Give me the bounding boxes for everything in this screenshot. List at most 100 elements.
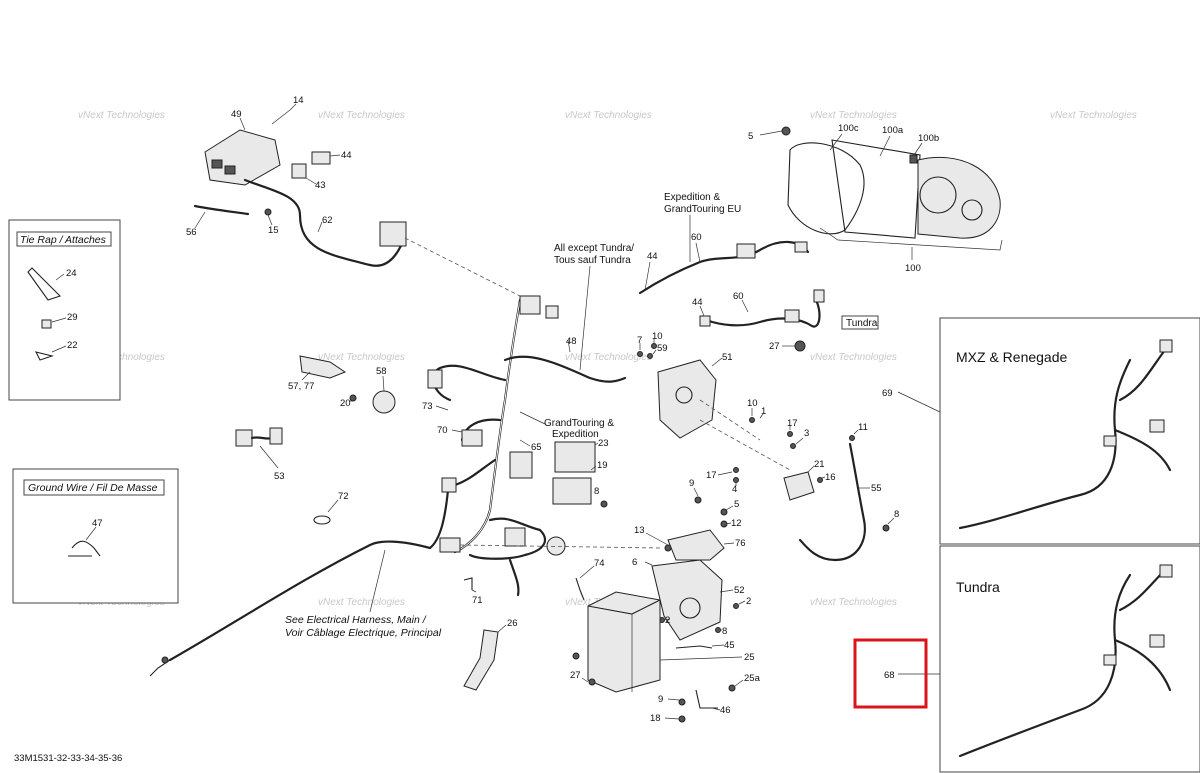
note-tundra: Tundra: [846, 318, 878, 329]
watermark: vNext Technologies: [810, 110, 897, 121]
label-11: 11: [858, 422, 868, 433]
label-29: 29: [67, 312, 78, 323]
label-57-77: 57, 77: [288, 381, 314, 392]
harness-trunk-icon: [453, 298, 522, 554]
label-55: 55: [871, 483, 882, 494]
label-4: 4: [732, 484, 737, 495]
label-53: 53: [274, 471, 285, 482]
label-10: 10: [747, 398, 758, 409]
label-59: 59: [657, 343, 668, 354]
label-24: 24: [66, 268, 77, 279]
module-23-icon: [554, 441, 596, 473]
label-71: 71: [472, 595, 483, 606]
watermark: vNext Technologies: [318, 110, 405, 121]
label-15: 15: [268, 225, 279, 236]
ground-wire-47-icon: [71, 540, 101, 557]
bracket-26-icon: [463, 629, 499, 691]
label-60: 60: [691, 232, 702, 243]
label-8: 8: [594, 486, 599, 497]
label-5: 5: [748, 131, 753, 142]
mxz-panel: MXZ & Renegade 69: [882, 317, 1200, 545]
label-9: 9: [658, 694, 663, 705]
label-49: 49: [231, 109, 242, 120]
label-17: 17: [787, 418, 798, 429]
connector-62-icon: [379, 221, 407, 247]
tie-rap-title: Tie Rap / Attaches: [20, 234, 107, 246]
strap-45-icon: [675, 645, 713, 649]
module-19-icon: [552, 477, 592, 505]
harness-60-upper-icon: [638, 240, 810, 295]
label-13: 13: [634, 525, 645, 536]
watermark: vNext Technologies: [318, 597, 405, 608]
label-22: 22: [67, 340, 78, 351]
label-44: 44: [647, 251, 658, 262]
clip-71-icon: [463, 577, 473, 590]
bracket-51-group: 51 7 10 59: [637, 331, 791, 471]
label-52: 52: [734, 585, 745, 596]
switch-housing-49-icon: [204, 129, 281, 186]
tundra-panel: Tundra 68: [853, 545, 1200, 773]
watermark: vNext Technologies: [318, 352, 405, 363]
nut-20-icon: [349, 394, 357, 402]
mxz-panel-title: MXZ & Renegade: [956, 349, 1067, 365]
lower-center-group: 76 13 6 52 2 2 8 45 74 25 25a 2: [463, 525, 761, 724]
note-see-line1: See Electrical Harness, Main /: [285, 614, 427, 626]
clip-22-icon: [34, 351, 54, 361]
label-23: 23: [598, 438, 609, 449]
bezel-100c-icon: [787, 142, 865, 235]
label-51: 51: [722, 352, 733, 363]
label-69: 69: [882, 388, 893, 399]
watermark: vNext Technologies: [565, 110, 652, 121]
label-100a: 100a: [882, 125, 904, 136]
label-62: 62: [322, 215, 333, 226]
label-100: 100: [905, 263, 921, 274]
gauge-100b-icon: [917, 156, 1001, 239]
label-25: 25: [744, 652, 755, 663]
label-58: 58: [376, 366, 387, 377]
label-3: 3: [804, 428, 809, 439]
switch-21-icon: [783, 471, 815, 501]
label-46: 46: [720, 705, 731, 716]
label-21: 21: [814, 459, 825, 470]
label-2: 2: [665, 615, 670, 626]
harness-62-icon: [243, 178, 407, 267]
label-27: 27: [570, 670, 581, 681]
harness-48-icon: [503, 355, 627, 383]
label-100b: 100b: [918, 133, 939, 144]
clamp-27-icon: [794, 340, 806, 352]
tube-56-icon: [193, 204, 250, 216]
grip-57-icon: [299, 355, 347, 379]
label-68: 68: [884, 670, 895, 681]
label-19: 19: [597, 460, 608, 471]
battery-25-icon: [587, 591, 661, 693]
cable-55-icon: [798, 442, 866, 562]
note-all-except-line2: Tous sauf Tundra: [554, 255, 631, 266]
connector-43-icon: [291, 163, 307, 179]
label-18: 18: [650, 713, 661, 724]
label-60: 60: [733, 291, 744, 302]
watermark: vNext Technologies: [78, 352, 165, 363]
note-gt-line2: Expedition: [552, 429, 599, 440]
label-44: 44: [692, 297, 703, 308]
lens-100a-icon: [831, 139, 921, 239]
label-48: 48: [566, 336, 577, 347]
label-26: 26: [507, 618, 518, 629]
label-73: 73: [422, 401, 433, 412]
grommet-72-icon: [313, 515, 331, 525]
screw-15-icon: [264, 208, 272, 216]
main-harness-group: 48 73 70 65 GrandTouring & Expedition Se…: [149, 295, 661, 677]
note-see-line2: Voir Câblage Electrique, Principal: [285, 627, 442, 639]
label-56: 56: [186, 227, 197, 238]
watermark: vNext Technologies: [810, 597, 897, 608]
label-43: 43: [315, 180, 326, 191]
label-20: 20: [340, 398, 351, 409]
handlebar-switch-group: 49 14 44 43 56 15 62: [186, 95, 529, 301]
cable-46-icon: [695, 689, 718, 709]
label-76: 76: [735, 538, 746, 549]
right-fasteners-group: 10 1 17 3 11 55 21 16 17 4 9 5 12: [689, 398, 899, 562]
watermark: vNext Technologies: [565, 352, 652, 363]
watermark: vNext Technologies: [78, 110, 165, 121]
note-all-except-line1: All except Tundra/: [554, 243, 634, 254]
note-expedition-line1: Expedition &: [664, 192, 720, 203]
